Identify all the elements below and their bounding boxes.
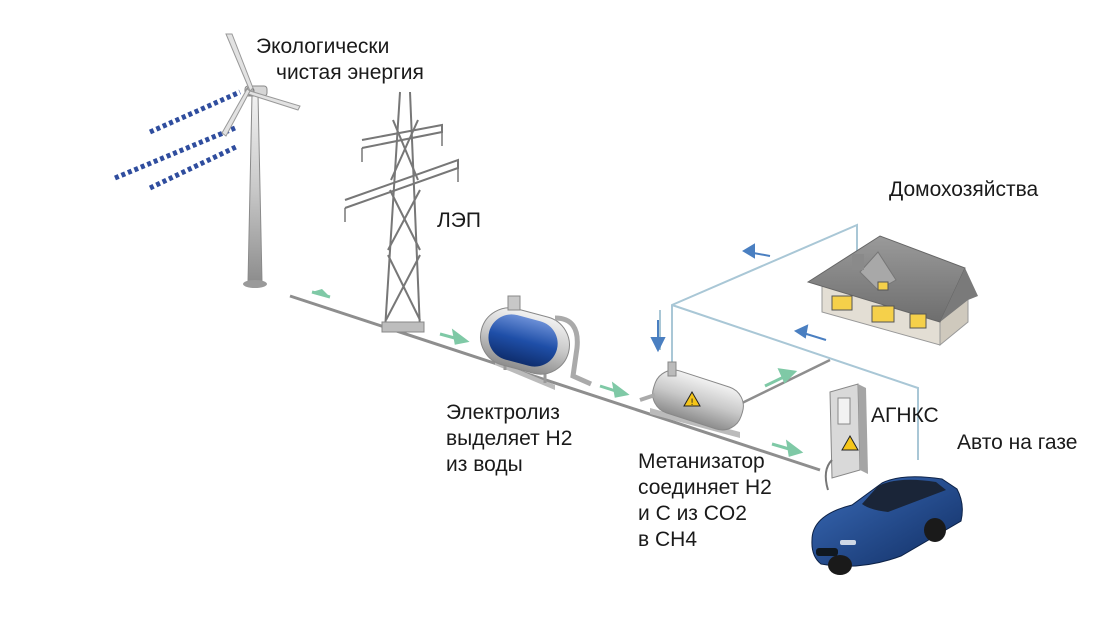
flow-arrows-green bbox=[439, 328, 804, 457]
flow-arrows-blue bbox=[650, 243, 827, 353]
label-gas-car: Авто на газе bbox=[957, 430, 1077, 456]
power-pylon-icon bbox=[344, 91, 459, 333]
label-methanator: Метанизатор соединяет H2 и C из CO2 в CH… bbox=[638, 449, 772, 553]
label-cng-station: АГНКС bbox=[871, 403, 939, 429]
label-cng-station-text: АГНКС bbox=[871, 404, 939, 427]
svg-text:!: ! bbox=[690, 398, 694, 408]
label-households: Домохозяйства bbox=[889, 177, 1038, 203]
label-electrolysis-line3: из воды bbox=[446, 453, 523, 476]
label-eco-energy: Экологически чистая энергия bbox=[256, 34, 424, 86]
label-electrolysis-line1: Электролиз bbox=[446, 401, 560, 424]
label-electrolysis: Электролиз выделяет H2 из воды bbox=[446, 400, 572, 478]
flow-arrow-icon bbox=[311, 289, 331, 299]
label-methanator-line3: и C из CO2 bbox=[638, 502, 747, 525]
label-electrolysis-line2: выделяет H2 bbox=[446, 427, 573, 450]
label-methanator-line1: Метанизатор bbox=[638, 450, 765, 473]
label-households-text: Домохозяйства bbox=[889, 178, 1039, 201]
wind-stream bbox=[114, 89, 242, 191]
car-icon bbox=[811, 476, 963, 575]
wind-turbine-icon bbox=[221, 33, 301, 288]
label-power-line: ЛЭП bbox=[437, 208, 481, 234]
label-eco-energy-line2: чистая энергия bbox=[276, 61, 424, 84]
label-gas-car-text: Авто на газе bbox=[957, 431, 1078, 454]
house-icon bbox=[806, 235, 978, 347]
label-power-line-text: ЛЭП bbox=[437, 209, 481, 232]
methanator-unit-icon: ! bbox=[639, 361, 744, 438]
label-methanator-line4: в CH4 bbox=[638, 528, 698, 551]
label-methanator-line2: соединяет H2 bbox=[638, 476, 772, 499]
electrolyzer-tank-icon bbox=[480, 295, 593, 390]
gas-dispenser-icon bbox=[824, 383, 868, 491]
label-eco-energy-line1: Экологически bbox=[256, 35, 390, 58]
